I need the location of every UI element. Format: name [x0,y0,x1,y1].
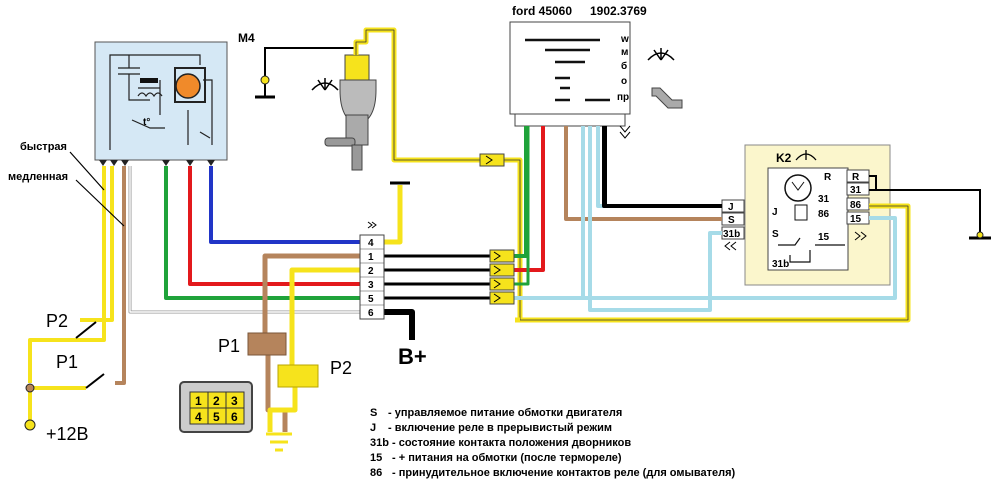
p1-label: P1 [218,336,240,356]
svg-text:1: 1 [195,394,202,408]
switch-positions: w м б о пр [617,34,629,103]
m4-label: M4 [238,31,255,45]
svg-text:3: 3 [231,394,238,408]
legend-text: - + питания на обмотки (после терморeле) [392,452,622,464]
wiper-icon [311,78,339,91]
wiper-icon [647,48,675,61]
svg-text:R: R [852,172,860,183]
plus12-label: +12В [46,424,89,444]
legend-key: 86 [370,467,382,479]
svg-text:31: 31 [850,185,862,196]
p2-block [277,364,319,388]
k2-label: K2 [776,151,792,165]
svg-text:S: S [772,229,779,240]
svg-text:86: 86 [850,200,862,211]
svg-text:5: 5 [213,410,220,424]
fast-label: быстрая [20,141,67,153]
p2-label-right: P2 [330,358,352,378]
relay-k2: J S 31b R 31 86 15 R J 31 86 S 15 31b K2 [721,144,891,286]
legend-key: S [370,407,377,419]
legend-text: - управляемое питание обмотки двигателя [388,407,622,419]
svg-text:6: 6 [231,410,238,424]
svg-text:4: 4 [195,410,202,424]
legend-key: 15 [370,452,382,464]
wiper-icon [795,150,817,161]
svg-text:J: J [728,202,734,213]
switch-unit: w м б о пр [509,21,631,127]
svg-text:пр: пр [617,92,629,103]
wires [28,27,911,432]
motor-unit: t° [94,41,228,166]
svg-text:6: 6 [368,308,374,319]
motor-terminals [99,160,215,166]
svg-text:31: 31 [818,194,830,205]
svg-text:м: м [621,47,628,58]
svg-text:2: 2 [213,394,220,408]
svg-text:w: w [620,34,629,45]
bplus-label: B+ [398,344,427,369]
p2-label-left: P2 [46,311,68,331]
svg-text:о: о [621,76,627,87]
svg-text:15: 15 [850,214,862,225]
ground-symbol [266,432,292,452]
svg-text:2: 2 [368,266,374,277]
thermo-label: t° [143,117,150,128]
washer-motor [255,47,377,171]
legend-text: - состояние контакта положения дворников [392,437,631,449]
legend-text: - принудительное включение контактов рел… [392,467,736,479]
arrow-connectors [479,153,515,305]
svg-text:4: 4 [368,238,374,249]
relay-pin-labels: J S 31b R 31 86 15 R J 31 86 S 15 31b [723,172,862,270]
slow-label: медленная [8,171,68,183]
legend-text: - включение реле в прерывистый режим [388,422,612,434]
svg-text:5: 5 [368,294,374,305]
svg-text:31b: 31b [723,229,740,240]
svg-text:S: S [728,215,735,226]
plug-6pin: 1 2 3 4 5 6 [179,381,253,433]
part-label: 1902.3769 [590,4,647,18]
legend-key: 31b [370,437,389,449]
svg-text:15: 15 [818,232,830,243]
svg-text:б: б [621,60,627,72]
svg-text:J: J [772,207,778,218]
svg-text:R: R [824,172,832,183]
washer-lever-icon [651,87,683,109]
svg-text:31b: 31b [772,259,789,270]
svg-text:86: 86 [818,209,830,220]
p1-label-left: P1 [56,352,78,372]
legend: S - управляемое питание обмотки двигател… [370,407,736,479]
svg-text:1: 1 [368,252,374,263]
p1-block [247,332,287,356]
legend-key: J [370,422,376,434]
ford-label: ford 45060 [512,4,572,18]
svg-text:3: 3 [368,280,374,291]
connector-block: 4 1 2 3 5 6 [359,221,385,320]
